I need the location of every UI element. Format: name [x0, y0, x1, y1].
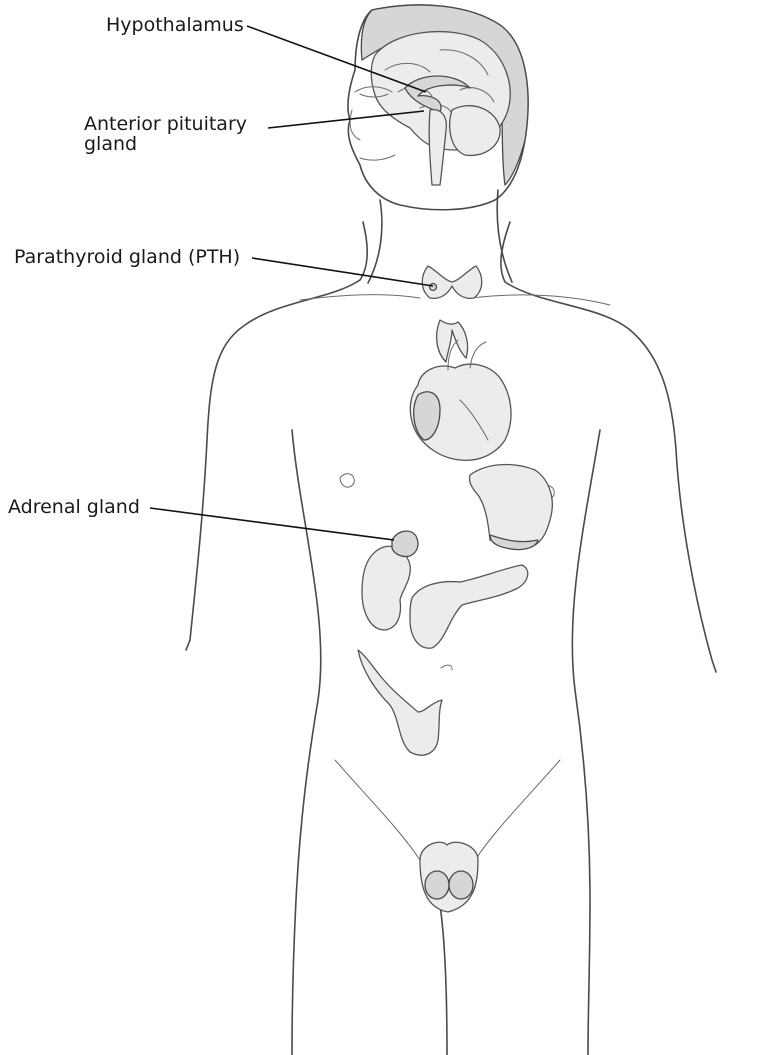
inner-leg	[440, 905, 447, 1055]
heart	[410, 340, 511, 460]
parathyroid-dot	[430, 284, 437, 291]
stomach	[469, 465, 552, 548]
pelvic-line-left	[335, 760, 420, 860]
label-anterior-pituitary: Anterior pituitary gland	[84, 114, 247, 154]
label-parathyroid: Parathyroid gland (PTH)	[14, 247, 240, 267]
nipple-left	[340, 474, 354, 487]
mouth	[360, 155, 395, 160]
thymus	[437, 320, 468, 362]
adrenal-gland	[392, 531, 418, 556]
nose	[350, 110, 360, 140]
thyroid-parathyroid	[422, 266, 482, 298]
leader-adrenal	[150, 508, 394, 540]
head	[348, 5, 528, 210]
testis-left	[425, 871, 449, 899]
right-flank	[572, 430, 600, 1055]
brainstem	[429, 110, 446, 185]
label-adrenal: Adrenal gland	[8, 497, 140, 517]
thyroid	[422, 266, 482, 298]
leader-parathyroid	[252, 258, 433, 286]
testis-right	[449, 871, 473, 899]
navel	[441, 665, 452, 670]
left-flank	[292, 430, 321, 1055]
pancreas	[410, 565, 528, 648]
label-hypothalamus: Hypothalamus	[106, 15, 244, 35]
neck-left	[368, 200, 382, 283]
kidney	[362, 546, 410, 630]
genital-region	[335, 760, 560, 912]
pelvic-line-right	[475, 760, 560, 860]
neck-right	[497, 190, 512, 282]
lower-organ	[358, 650, 442, 755]
